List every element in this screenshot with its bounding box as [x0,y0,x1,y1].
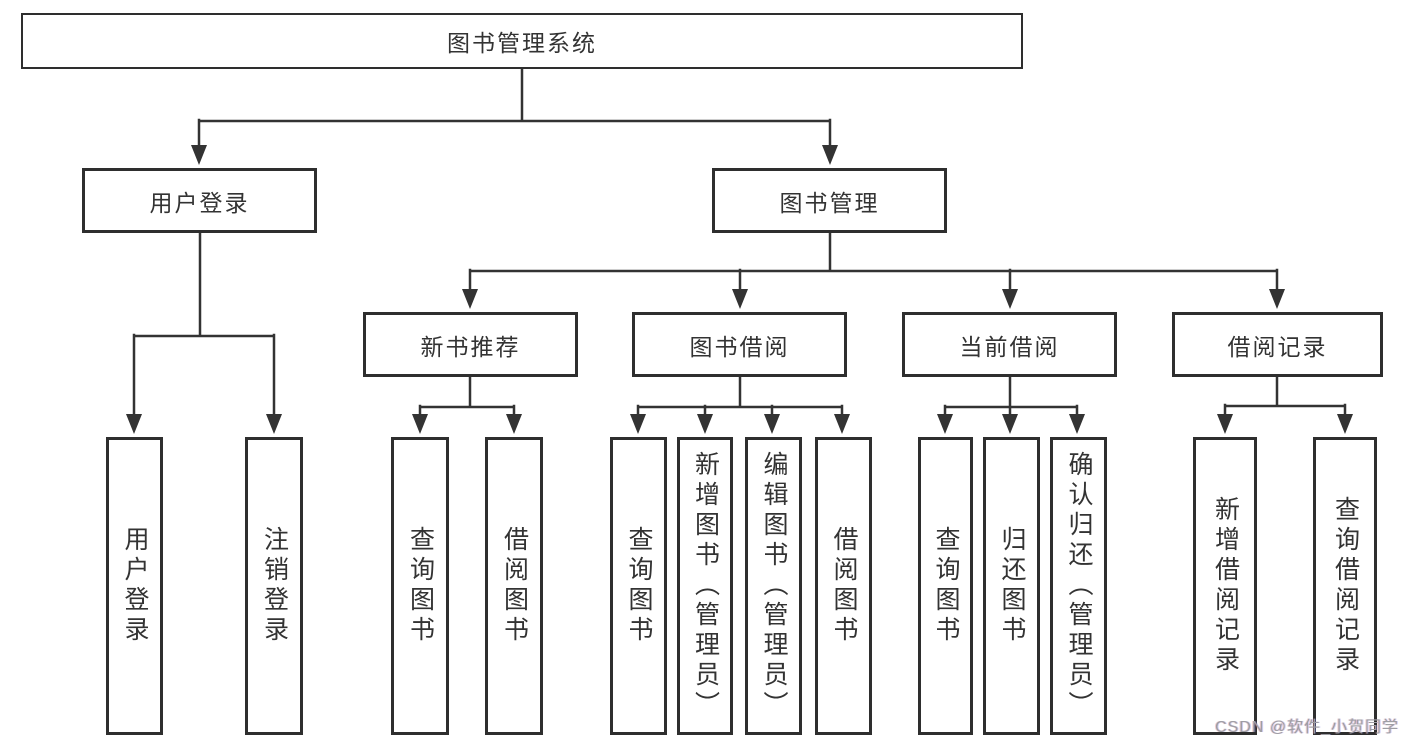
leaf-records-add-record-label: 新增借阅记录 [1211,496,1240,676]
arrowhead [630,414,646,434]
edge-root-level2 [197,67,832,150]
edge-records-leaves [1223,375,1347,419]
leaf-borrow-add-books: 新增图书（管理员） [677,437,733,735]
arrowhead [937,414,953,434]
arrowhead [764,414,780,434]
leaf-current-query-books: 查询图书 [918,437,973,735]
leaf-records-query-record-label: 查询借阅记录 [1331,496,1360,676]
node-borrow-records: 借阅记录 [1172,312,1383,377]
leaf-borrow-borrow-books-label: 借阅图书 [830,526,858,646]
leaf-newrec-borrow-books-label: 借阅图书 [500,526,529,646]
arrowhead [126,414,142,434]
leaf-newrec-query-books: 查询图书 [391,437,449,735]
leaf-records-add-record: 新增借阅记录 [1193,437,1257,735]
arrowhead [822,145,838,165]
arrowhead [412,414,428,434]
leaf-logout-login-label: 注销登录 [260,526,289,646]
edge-newrec-leaves [418,375,516,419]
leaf-borrow-query-books-label: 查询图书 [625,526,653,646]
leaf-current-return-books: 归还图书 [983,437,1040,735]
csdn-watermark: CSDN @软件_小贺同学 [1215,719,1399,736]
leaf-newrec-query-books-label: 查询图书 [406,526,435,646]
arrowhead [732,289,748,309]
arrowhead [1069,414,1085,434]
arrowhead [506,414,522,434]
leaf-borrow-add-books-label: 新增图书（管理员） [691,451,720,721]
arrowhead [1217,414,1233,434]
leaf-borrow-edit-books: 编辑图书（管理员） [745,437,802,735]
arrowhead [266,414,282,434]
arrowhead [1002,414,1018,434]
edge-bookmgmt-level3 [468,231,1279,294]
leaf-current-return-books-label: 归还图书 [998,526,1026,646]
edge-userlogin-leaves [132,231,276,419]
arrowhead [834,414,850,434]
leaf-borrow-query-books: 查询图书 [610,437,667,735]
node-new-book-recommend: 新书推荐 [363,312,578,377]
node-user-login: 用户登录 [82,168,317,233]
leaf-user-login-label: 用户登录 [121,526,149,646]
leaf-user-login: 用户登录 [106,437,163,735]
node-book-management: 图书管理 [712,168,947,233]
leaf-records-query-record: 查询借阅记录 [1313,437,1377,735]
arrowhead [1002,289,1018,309]
node-library-system: 图书管理系统 [21,13,1023,69]
leaf-borrow-edit-books-label: 编辑图书（管理员） [760,451,788,721]
node-book-borrow: 图书借阅 [632,312,847,377]
arrowheads [126,145,1353,434]
leaf-current-confirm-return-label: 确认归还（管理员） [1065,451,1093,721]
leaf-logout-login: 注销登录 [245,437,303,735]
leaf-newrec-borrow-books: 借阅图书 [485,437,543,735]
arrowhead [191,145,207,165]
arrowhead [697,414,713,434]
arrowhead [1337,414,1353,434]
arrowhead [462,289,478,309]
leaf-borrow-borrow-books: 借阅图书 [815,437,872,735]
arrowhead [1269,289,1285,309]
node-current-borrow: 当前借阅 [902,312,1117,377]
edge-borrow-leaves [636,375,844,419]
leaf-current-confirm-return: 确认归还（管理员） [1050,437,1107,735]
leaf-current-query-books-label: 查询图书 [932,526,960,646]
edge-current-leaves [943,375,1079,419]
